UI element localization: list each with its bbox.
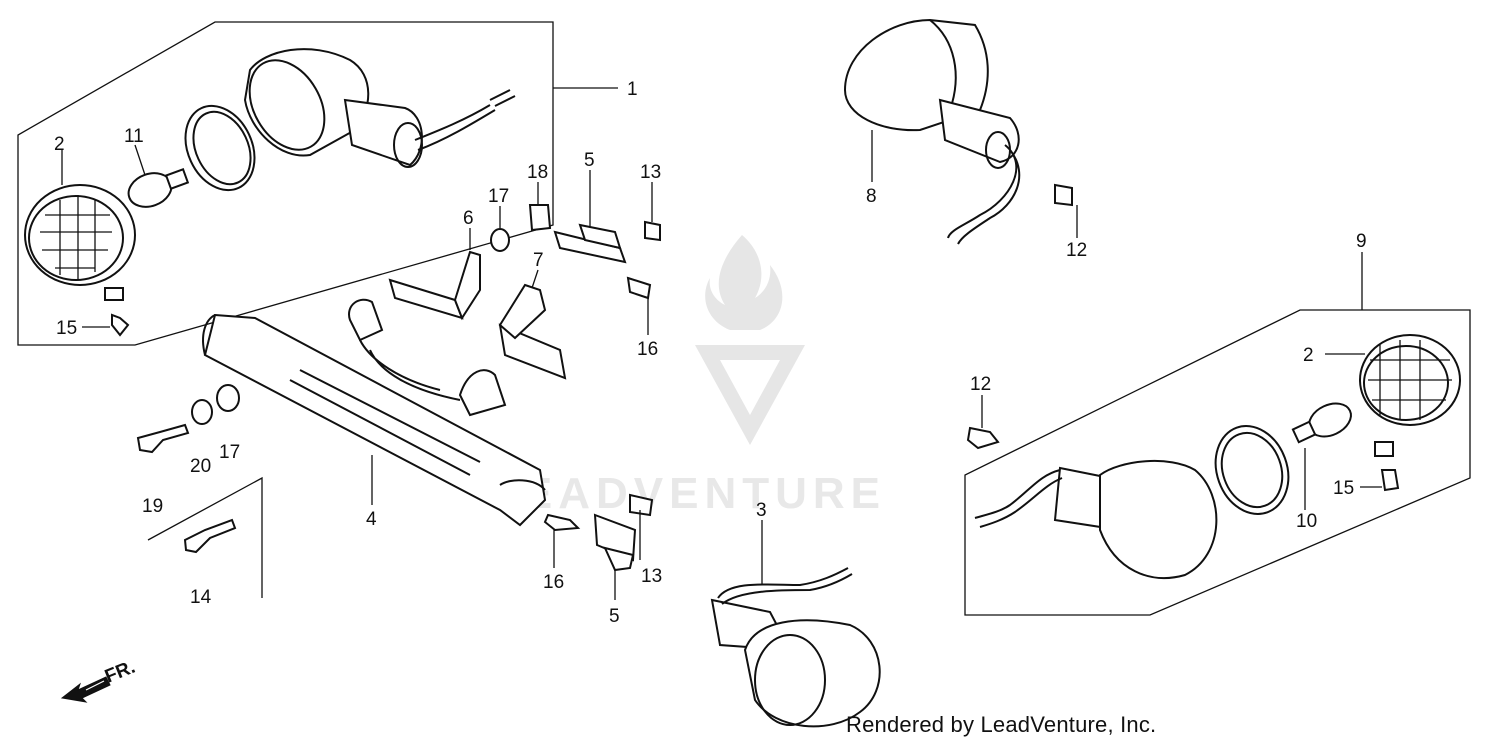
callout-16: 16 (543, 572, 564, 593)
watermark-text: LEADVENTURE (490, 469, 886, 518)
callout-2: 2 (54, 134, 65, 155)
stay-bracket-part (498, 283, 567, 380)
callout-3: 3 (756, 500, 767, 521)
housing-shell (974, 460, 1218, 579)
callout-19: 19 (142, 496, 163, 517)
group-outline-right (964, 309, 1471, 616)
front-direction-arrow (60, 676, 111, 703)
callout-10: 10 (1296, 511, 1317, 532)
callout-13: 13 (640, 162, 661, 183)
group-outline-left (17, 21, 554, 346)
callout-6: 6 (463, 208, 474, 229)
callout-18: 18 (527, 162, 548, 183)
stay-bracket-part (388, 250, 481, 321)
turn-signal-part (843, 18, 1021, 245)
leader-lines (61, 87, 1382, 600)
callout-1: 1 (627, 79, 638, 100)
callout-11: 11 (124, 126, 144, 147)
callout-5: 5 (584, 150, 595, 171)
callout-14: 14 (190, 587, 212, 608)
stay-bracket-part (553, 223, 627, 264)
screw-part (104, 287, 130, 337)
callout-2: 2 (1303, 345, 1314, 366)
callout-5: 5 (609, 606, 620, 627)
hardware-parts (136, 183, 1400, 554)
turn-signal-part (710, 567, 881, 728)
lens-part (1359, 334, 1461, 426)
callout-12: 12 (970, 374, 991, 395)
lens-part (24, 184, 136, 286)
callout-12: 12 (1066, 240, 1087, 261)
watermark-logo (695, 235, 805, 445)
gasket-ring (184, 104, 256, 192)
callout-13: 13 (641, 566, 662, 587)
gasket-ring (1214, 425, 1290, 515)
bulb-part (1291, 402, 1352, 444)
render-credit: Rendered by LeadVenture, Inc. (846, 712, 1157, 737)
callout-15: 15 (56, 318, 77, 339)
housing-shell (243, 48, 516, 168)
stay-bracket-part (593, 513, 637, 572)
bracket-stay (202, 298, 547, 527)
callout-9: 9 (1356, 231, 1367, 252)
callout-17: 17 (219, 442, 240, 463)
group-divider (147, 476, 263, 598)
bulb-part (127, 168, 190, 208)
callout-16: 16 (637, 339, 658, 360)
callout-15: 15 (1333, 478, 1354, 499)
callout-17: 17 (488, 186, 509, 207)
callout-8: 8 (866, 186, 877, 207)
front-direction-label: FR. (102, 657, 138, 688)
callout-4: 4 (366, 509, 377, 530)
callout-7: 7 (533, 250, 544, 271)
callout-20: 20 (190, 456, 211, 477)
